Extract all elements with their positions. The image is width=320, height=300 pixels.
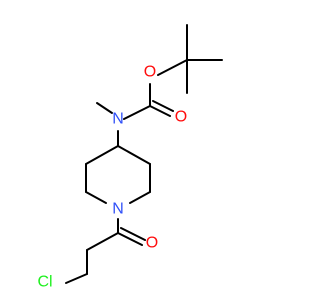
bond-carbonyl-1	[149, 105, 171, 117]
bond-ring-4	[85, 191, 107, 204]
bond-ring-6	[85, 145, 119, 165]
bond-carbonyl-2	[152, 100, 174, 112]
bond-acyl-carbonyl-1	[117, 232, 143, 246]
bond-ring-1	[117, 145, 151, 165]
canvas-background	[0, 0, 300, 300]
bond-n-methyl	[96, 102, 113, 114]
bond-acyl-to-ch2	[86, 232, 119, 251]
bond-carbon-to-nitrogen	[123, 105, 151, 120]
carbamate-nitrogen-label: N	[112, 111, 124, 128]
chlorine-label: Cl	[37, 274, 52, 291]
acyl-carbonyl-oxygen-label: O	[146, 235, 158, 252]
bond-tbu-to-oxygen	[157, 59, 188, 76]
bond-acyl-carbonyl-2	[120, 227, 146, 241]
piperidine-nitrogen-label: N	[112, 201, 124, 218]
bond-ch2-to-cl	[65, 273, 88, 284]
ester-oxygen-label: O	[144, 64, 156, 81]
carbamate-carbonyl-oxygen-label: O	[175, 109, 187, 126]
bond-ring-3	[129, 191, 151, 204]
molecule-diagram: O O N N O Cl	[0, 0, 300, 300]
